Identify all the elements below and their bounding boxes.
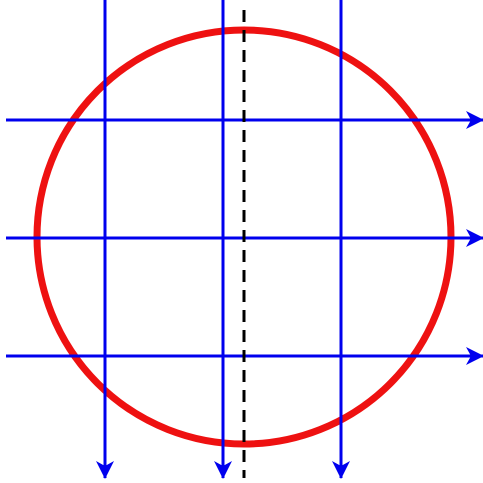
diagram-canvas — [6, 0, 483, 479]
circle-grid-diagram — [6, 0, 483, 479]
